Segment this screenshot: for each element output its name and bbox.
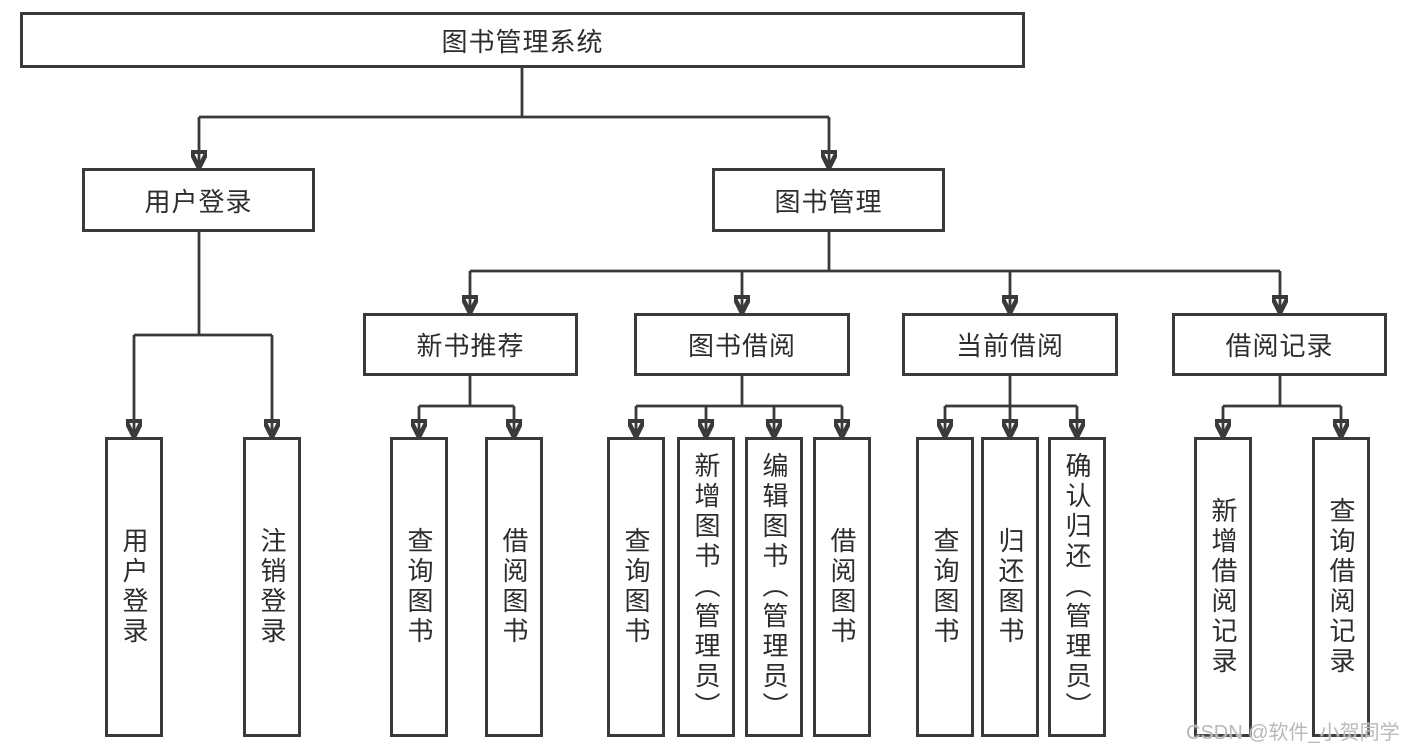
connector-root-to-level2 <box>199 68 829 168</box>
node-current-query-books: 查询图书 <box>916 437 974 737</box>
node-add-borrow-record: 新增借阅记录 <box>1194 437 1252 737</box>
node-borrow-borrow-books: 借阅图书 <box>813 437 871 737</box>
connector-book-borrow-children <box>636 376 842 437</box>
node-query-borrow-record: 查询借阅记录 <box>1312 437 1370 737</box>
node-user-login-leaf: 用户登录 <box>105 437 163 737</box>
csdn-watermark: CSDN @软件_小贺同学 <box>1186 722 1400 744</box>
node-borrow-records: 借阅记录 <box>1172 313 1387 376</box>
node-logout-leaf: 注销登录 <box>243 437 301 737</box>
connector-borrow-records-children <box>1223 376 1341 437</box>
node-root: 图书管理系统 <box>20 12 1025 68</box>
node-book-management: 图书管理 <box>712 168 945 232</box>
node-recommend-borrow-books: 借阅图书 <box>485 437 543 737</box>
connector-current-borrow-children <box>945 376 1077 437</box>
node-book-borrow: 图书借阅 <box>634 313 850 376</box>
node-user-login: 用户登录 <box>82 168 315 232</box>
connector-user-login-children <box>134 232 272 437</box>
connector-new-book-recommend-children <box>419 376 514 437</box>
node-add-books-admin: 新增图书（管理员） <box>677 437 735 737</box>
connector-book-management-children <box>470 232 1280 313</box>
node-return-books: 归还图书 <box>981 437 1039 737</box>
node-new-book-recommend: 新书推荐 <box>363 313 578 376</box>
node-edit-books-admin: 编辑图书（管理员） <box>745 437 803 737</box>
node-borrow-query-books: 查询图书 <box>607 437 665 737</box>
node-confirm-return-admin: 确认归还（管理员） <box>1048 437 1106 737</box>
node-recommend-query-books: 查询图书 <box>390 437 448 737</box>
node-current-borrow: 当前借阅 <box>902 313 1118 376</box>
